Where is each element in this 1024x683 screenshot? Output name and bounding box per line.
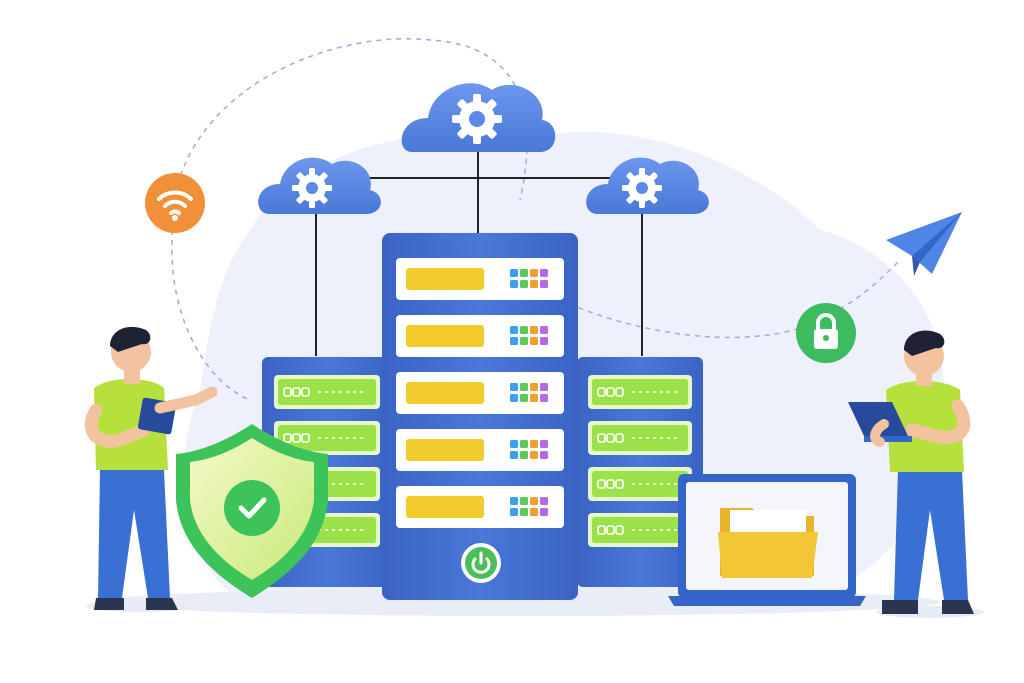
drive-indicator (606, 433, 615, 443)
status-led (520, 280, 528, 288)
status-led (530, 451, 538, 459)
cloud-right (586, 157, 709, 214)
status-led (540, 497, 548, 505)
drive-label-strip (406, 325, 484, 347)
status-led (510, 508, 518, 516)
status-led (530, 394, 538, 402)
drive-bay (396, 486, 564, 528)
status-led (520, 497, 528, 505)
gear-icon (622, 168, 662, 208)
laptop-with-folder (668, 474, 866, 606)
status-led (520, 508, 528, 516)
drive-indicator (301, 433, 310, 443)
status-led (510, 451, 518, 459)
status-led (530, 269, 538, 277)
drive-indicator (597, 387, 606, 397)
cloud-left (258, 157, 381, 214)
drive-indicator (283, 387, 292, 397)
server-rack-main (382, 233, 578, 600)
paper-plane-icon (886, 212, 962, 276)
status-led (530, 440, 538, 448)
status-led (540, 383, 548, 391)
wifi-icon (157, 190, 193, 215)
person-right-with-laptop (848, 330, 984, 618)
drive-indicator (606, 525, 615, 535)
drive-indicator (597, 433, 606, 443)
drive-indicator (615, 387, 624, 397)
drive-bay (396, 372, 564, 414)
drive-bay (396, 258, 564, 300)
folder-icon (718, 508, 818, 578)
status-led (520, 394, 528, 402)
drive-indicator (597, 479, 606, 489)
status-led (510, 337, 518, 345)
drive-label-strip (406, 268, 484, 290)
status-led (530, 280, 538, 288)
status-led (510, 326, 518, 334)
status-led (520, 269, 528, 277)
drive-indicator (615, 479, 624, 489)
drive-indicator (615, 525, 624, 535)
security-shield (176, 424, 328, 598)
status-led (520, 383, 528, 391)
drive-label-strip (406, 439, 484, 461)
status-led (520, 451, 528, 459)
status-led (520, 440, 528, 448)
cloud-top (401, 83, 556, 152)
wifi-badge (145, 173, 205, 233)
drive-indicator (606, 479, 615, 489)
status-led (520, 326, 528, 334)
status-led (540, 440, 548, 448)
status-led (530, 337, 538, 345)
drive-indicator (606, 387, 615, 397)
drive-bays (396, 258, 564, 528)
drive-indicator (597, 525, 606, 535)
drive-label-strip (406, 496, 484, 518)
status-led (530, 508, 538, 516)
drive-indicator (292, 433, 301, 443)
status-led (540, 337, 548, 345)
status-led (510, 440, 518, 448)
status-led (540, 326, 548, 334)
drive-indicator (292, 387, 301, 397)
drive-indicator (615, 433, 624, 443)
drive-label-strip (406, 382, 484, 404)
drive-bay (396, 429, 564, 471)
gear-icon (292, 168, 332, 208)
status-led (520, 337, 528, 345)
padlock-icon (814, 313, 838, 349)
server-rack-right (577, 357, 703, 587)
power-icon (461, 543, 501, 583)
status-led (540, 394, 548, 402)
status-led (510, 394, 518, 402)
status-led (540, 451, 548, 459)
person-left-with-tablet (84, 326, 218, 612)
status-led (510, 497, 518, 505)
check-icon (224, 480, 280, 536)
drive-indicator (301, 387, 310, 397)
status-led (530, 326, 538, 334)
status-led (510, 280, 518, 288)
status-led (540, 280, 548, 288)
status-led (530, 383, 538, 391)
lock-badge (796, 303, 856, 363)
status-led (510, 269, 518, 277)
status-led (540, 508, 548, 516)
network-connectors (315, 150, 643, 356)
status-led (530, 497, 538, 505)
drive-bay (396, 315, 564, 357)
drive-indicator (283, 433, 292, 443)
status-led (510, 383, 518, 391)
status-led (540, 269, 548, 277)
gear-icon (452, 94, 502, 144)
